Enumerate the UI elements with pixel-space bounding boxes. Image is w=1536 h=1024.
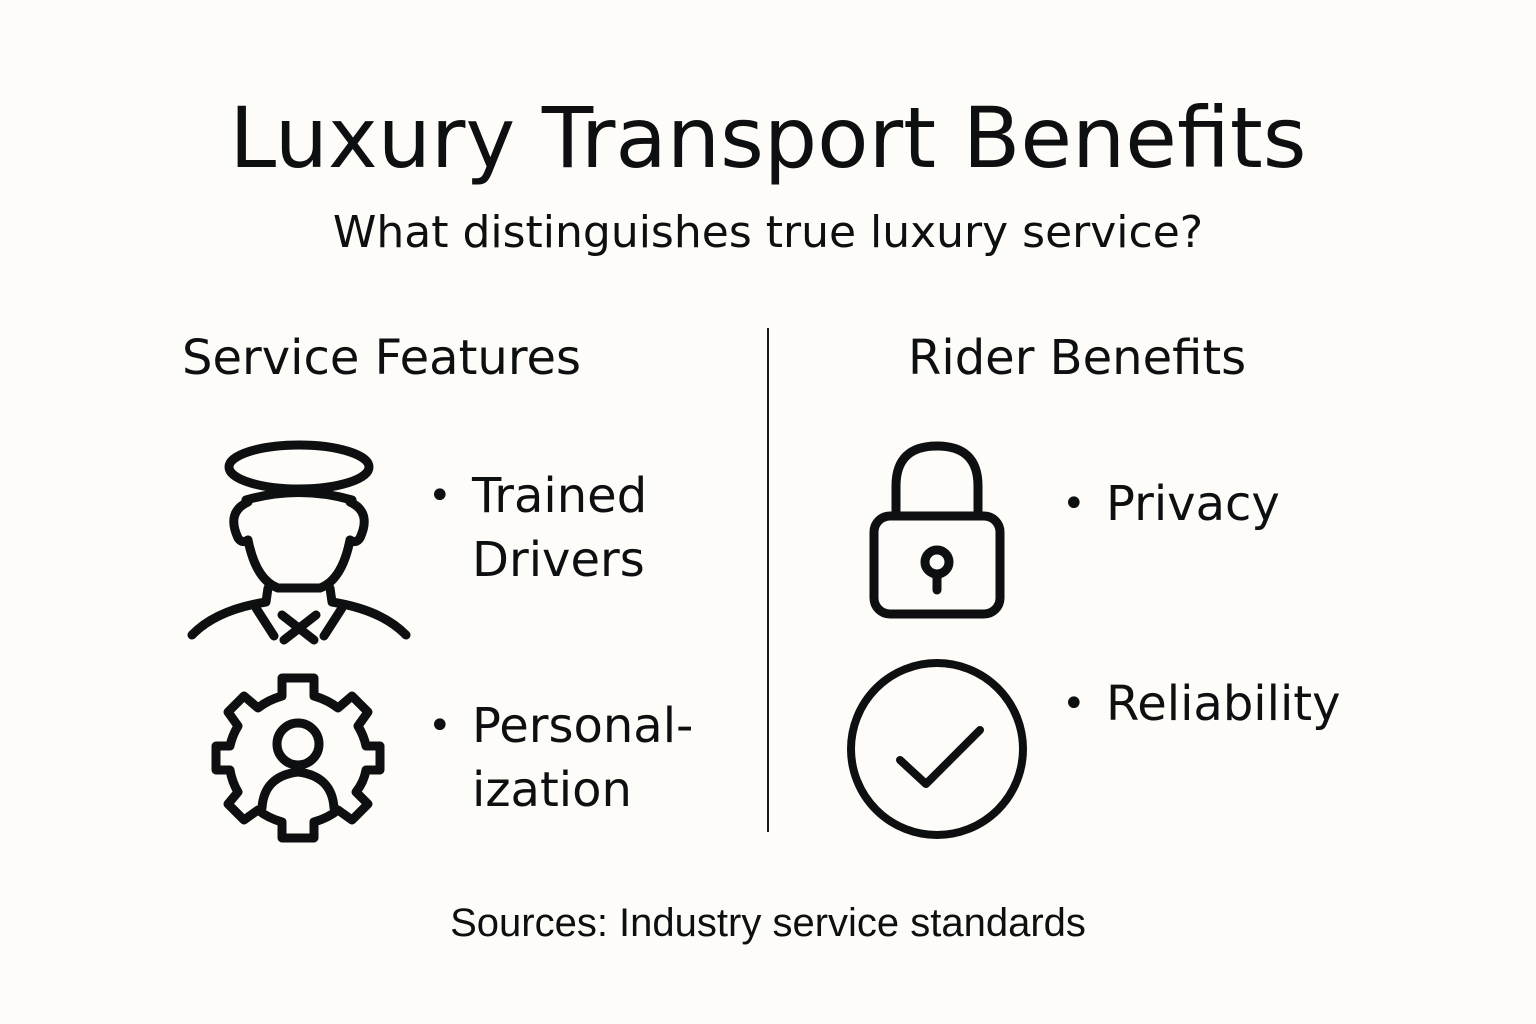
item-text-line2: ization	[472, 762, 632, 818]
gear-user-icon	[211, 672, 385, 844]
bullet-privacy: • Privacy	[1062, 472, 1280, 536]
bullet-personalization: • Personal- ization	[428, 694, 694, 822]
item-text-line1: Reliability	[1106, 676, 1341, 732]
rider-benefits-heading: Rider Benefits	[908, 330, 1247, 386]
item-text-line1: Personal-	[472, 698, 694, 754]
check-circle-icon	[846, 658, 1028, 840]
item-text-line1: Privacy	[1106, 476, 1280, 532]
sources-footer: Sources: Industry service standards	[450, 901, 1086, 945]
bullet-dot: •	[428, 703, 452, 749]
page-subtitle: What distinguishes true luxury service?	[332, 207, 1204, 258]
bullet-reliability: • Reliability	[1062, 672, 1341, 736]
bullet-dot: •	[1062, 681, 1086, 727]
bullet-dot: •	[1062, 481, 1086, 527]
item-text-line1: Trained	[472, 468, 648, 524]
padlock-icon	[869, 441, 1005, 619]
bullet-trained-drivers: • Trained Drivers	[428, 464, 648, 592]
service-features-heading: Service Features	[182, 330, 582, 386]
page-title: Luxury Transport Benefits	[229, 89, 1307, 187]
column-divider	[767, 328, 769, 832]
item-text-line2: Drivers	[472, 532, 645, 588]
chauffeur-icon	[186, 440, 412, 645]
bullet-dot: •	[428, 473, 452, 519]
